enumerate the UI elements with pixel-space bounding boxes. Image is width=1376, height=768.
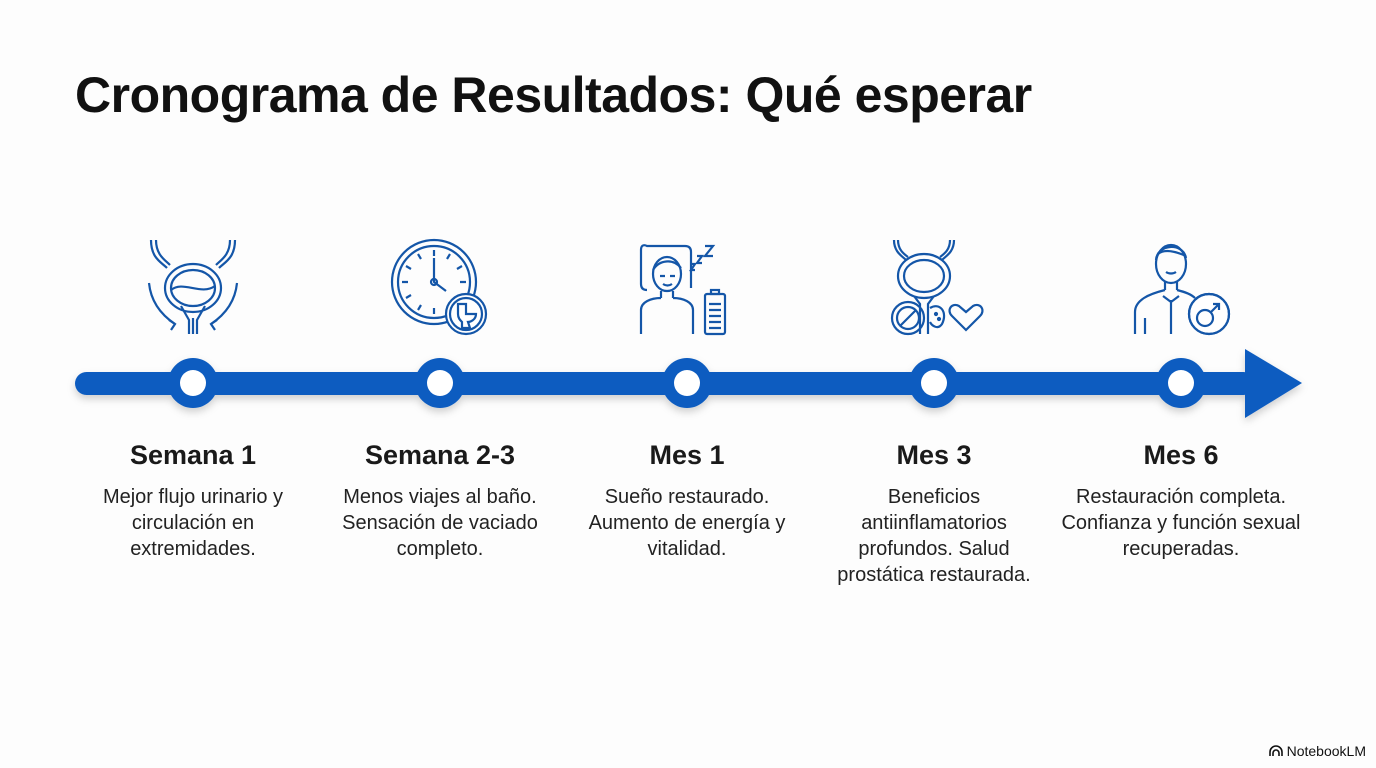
step-label: Semana 2-3	[364, 440, 516, 470]
step-label: Mes 6	[1143, 440, 1219, 470]
notebooklm-logo-icon	[1268, 745, 1283, 756]
step-description: Restauración completa. Confianza y funci…	[1061, 486, 1301, 560]
sleep-battery-icon	[639, 244, 727, 336]
prostate-health-icon	[890, 239, 984, 336]
timeline-node	[921, 370, 947, 396]
step-label: Mes 3	[896, 440, 972, 470]
brand-name: NotebookLM	[1286, 743, 1366, 759]
step-description: Menos viajes al baño. Sensación de vacia…	[342, 486, 538, 560]
step-description: Beneficios antiinflamatorios profundos. …	[837, 486, 1031, 586]
page-title: Cronograma de Resultados: Qué esperar	[75, 67, 1032, 123]
brand-watermark: NotebookLM	[1268, 743, 1366, 759]
step-description: Mejor flujo urinario y circulación en ex…	[102, 486, 284, 560]
man-male-symbol-icon	[1133, 243, 1231, 336]
step-label: Semana 1	[129, 440, 257, 470]
timeline-node	[427, 370, 453, 396]
clock-toilet-icon	[390, 238, 488, 336]
timeline-node	[1168, 370, 1194, 396]
timeline-node	[180, 370, 206, 396]
step-description: Sueño restaurado. Aumento de energía y v…	[588, 486, 786, 560]
step-label: Mes 1	[649, 440, 725, 470]
timeline-node	[674, 370, 700, 396]
bladder-flow-icon	[147, 239, 239, 334]
